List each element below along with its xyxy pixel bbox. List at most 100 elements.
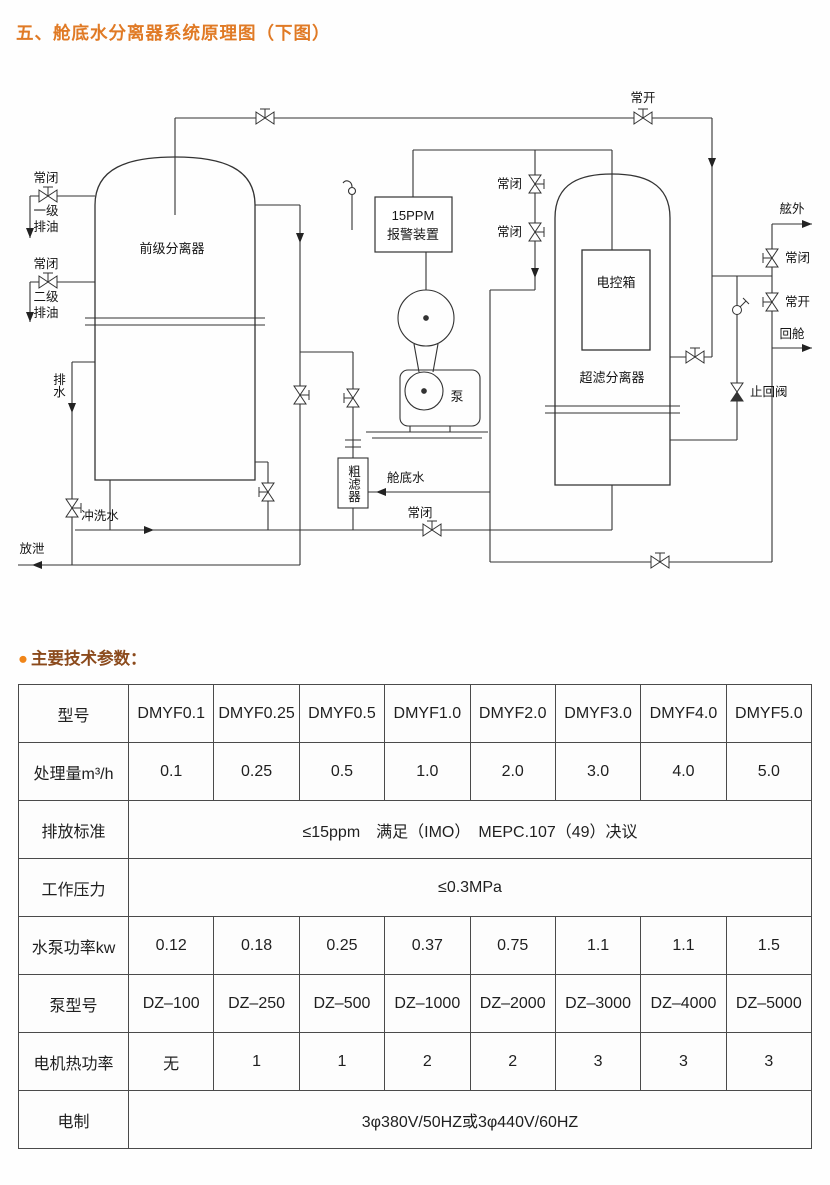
table-cell: 0.37 bbox=[384, 916, 471, 975]
table-cell: 1.0 bbox=[384, 742, 471, 801]
table-cell: 2.0 bbox=[469, 742, 556, 801]
label-drain-water: 排水 bbox=[51, 373, 65, 398]
table-cell: DMYF1.0 bbox=[384, 684, 471, 743]
table-cell: 2 bbox=[384, 1032, 471, 1091]
label-alarm-line1: 15PPM bbox=[392, 208, 435, 223]
page-title: 五、舱底水分离器系统原理图（下图） bbox=[16, 23, 331, 43]
gate-valve-drain-left bbox=[65, 498, 82, 518]
table-cell: 3 bbox=[640, 1032, 727, 1091]
row-label: 工作压力 bbox=[18, 858, 129, 917]
table-cell: 3 bbox=[725, 1032, 813, 1091]
gate-valve-vessel-bottom bbox=[258, 482, 275, 502]
row-label: 型号 bbox=[18, 684, 129, 743]
table-cell: 0.5 bbox=[298, 742, 386, 801]
label-normally-closed-bottom: 常闭 bbox=[407, 506, 432, 520]
system-schematic-diagram: 前级分离器 超滤分离器 电控箱 15PPM 报警装置 泵 粗滤器 舱底水 常开 … bbox=[18, 91, 812, 569]
pipe-network bbox=[18, 117, 812, 566]
table-cell: 4.0 bbox=[640, 742, 727, 801]
table-cell: DZ–2000 bbox=[469, 974, 556, 1033]
ultra-separator-vessel bbox=[554, 173, 671, 486]
table-cell: 3.0 bbox=[554, 742, 642, 801]
table-cell: 1 bbox=[298, 1032, 386, 1091]
pump-wheel bbox=[404, 371, 444, 411]
flow-arrow-vent bbox=[32, 561, 42, 569]
label-pre-separator: 前级分离器 bbox=[139, 241, 204, 256]
label-normally-closed-1: 常闭 bbox=[497, 177, 522, 191]
row-label: 水泵功率kw bbox=[18, 916, 129, 975]
row-label: 处理量m³/h bbox=[18, 742, 129, 801]
table-cell: 0.12 bbox=[127, 916, 215, 975]
ultra-separator-shell bbox=[554, 173, 671, 486]
table-cell: DZ–3000 bbox=[554, 974, 642, 1033]
pump-flywheel-hub bbox=[423, 315, 429, 321]
coarse-filter-box bbox=[337, 457, 369, 509]
table-cell: 1.1 bbox=[640, 916, 727, 975]
table-cell: 0.75 bbox=[469, 916, 556, 975]
gate-valve-outboard bbox=[762, 248, 779, 268]
label-bilge-water: 舱底水 bbox=[387, 470, 425, 485]
row-label: 排放标准 bbox=[18, 800, 129, 859]
gate-valve-oil1 bbox=[38, 186, 58, 203]
alarm-box bbox=[374, 196, 453, 253]
row-label: 电制 bbox=[18, 1090, 129, 1149]
table-cell: 2 bbox=[469, 1032, 556, 1091]
gate-valve-return bbox=[762, 292, 779, 312]
table-cell: 1.5 bbox=[725, 916, 813, 975]
flow-arrow-outboard bbox=[802, 220, 812, 228]
pump-casing bbox=[399, 369, 481, 427]
pump-base bbox=[366, 426, 488, 439]
label-vent: 放泄 bbox=[19, 541, 45, 556]
label-level1: 一级 bbox=[33, 204, 59, 218]
table-row-discharge-standard: 排放标准 ≤15ppm 满足（IMO） MEPC.107（49）决议 bbox=[18, 800, 812, 859]
table-cell: DZ–5000 bbox=[725, 974, 813, 1033]
table-cell: 0.18 bbox=[213, 916, 300, 975]
label-normally-open-top: 常开 bbox=[630, 91, 655, 105]
table-cell: 5.0 bbox=[725, 742, 813, 801]
pump-wheel-hub bbox=[421, 388, 427, 394]
table-cell: 0.25 bbox=[213, 742, 300, 801]
gate-valve-normally-closed-bottom bbox=[422, 520, 442, 537]
label-normally-closed-right: 常闭 bbox=[785, 251, 810, 265]
table-cell: DMYF0.25 bbox=[213, 684, 300, 743]
pre-separator-shell bbox=[94, 156, 256, 481]
sample-funnel-ring bbox=[347, 186, 357, 196]
table-row-model: 型号 DMYF0.1 DMYF0.25 DMYF0.5 DMYF1.0 DMYF… bbox=[18, 684, 813, 743]
label-check-valve: 止回阀 bbox=[750, 385, 788, 399]
gate-valve-normally-closed-1 bbox=[528, 174, 545, 194]
pump-assembly bbox=[366, 289, 488, 439]
table-cell-merged: ≤0.3MPa bbox=[128, 858, 812, 917]
table-cell: 无 bbox=[127, 1032, 215, 1091]
flow-arrow-down-right bbox=[708, 158, 716, 168]
specs-table: 型号 DMYF0.1 DMYF0.25 DMYF0.5 DMYF1.0 DMYF… bbox=[18, 684, 813, 1149]
gate-valve-vessel-outlet bbox=[685, 347, 705, 364]
table-cell: 1 bbox=[213, 1032, 300, 1091]
table-cell: DMYF3.0 bbox=[554, 684, 642, 743]
gate-valve-filter-line bbox=[343, 388, 360, 408]
flow-arrow-return bbox=[802, 344, 812, 352]
pre-separator-vessel bbox=[94, 156, 256, 481]
control-box-outline bbox=[581, 249, 651, 351]
table-row-pump-power: 水泵功率kw 0.12 0.18 0.25 0.37 0.75 1.1 1.1 … bbox=[18, 916, 813, 975]
table-row-electric-system: 电制 3φ380V/50HZ或3φ440V/60HZ bbox=[18, 1090, 812, 1149]
label-level2: 二级 bbox=[33, 290, 59, 304]
flow-arrow-flush bbox=[144, 526, 154, 534]
table-cell: DMYF2.0 bbox=[469, 684, 556, 743]
row-label: 电机热功率 bbox=[18, 1032, 129, 1091]
label-oil-drain2: 排油 bbox=[33, 306, 58, 320]
bullet-icon: ● bbox=[18, 650, 28, 668]
table-cell: DMYF5.0 bbox=[725, 684, 813, 743]
flow-arrow-down-mid bbox=[531, 268, 539, 278]
label-normally-closed-2: 常闭 bbox=[497, 225, 522, 239]
table-cell: DZ–4000 bbox=[640, 974, 727, 1033]
ball-valve bbox=[732, 297, 750, 315]
table-cell-merged: 3φ380V/50HZ或3φ440V/60HZ bbox=[128, 1090, 812, 1149]
label-normally-open-right: 常开 bbox=[785, 295, 810, 309]
pipes bbox=[18, 117, 812, 566]
label-normally-closed-left1: 常闭 bbox=[33, 171, 58, 185]
label-oil-drain1: 排油 bbox=[33, 220, 58, 234]
table-cell: DZ–1000 bbox=[384, 974, 471, 1033]
table-row-pump-model: 泵型号 DZ–100 DZ–250 DZ–500 DZ–1000 DZ–2000… bbox=[18, 974, 813, 1033]
table-cell: DZ–500 bbox=[298, 974, 386, 1033]
table-row-motor-heat-power: 电机热功率 无 1 1 2 2 3 3 3 bbox=[18, 1032, 813, 1091]
label-alarm-line2: 报警装置 bbox=[387, 227, 439, 242]
